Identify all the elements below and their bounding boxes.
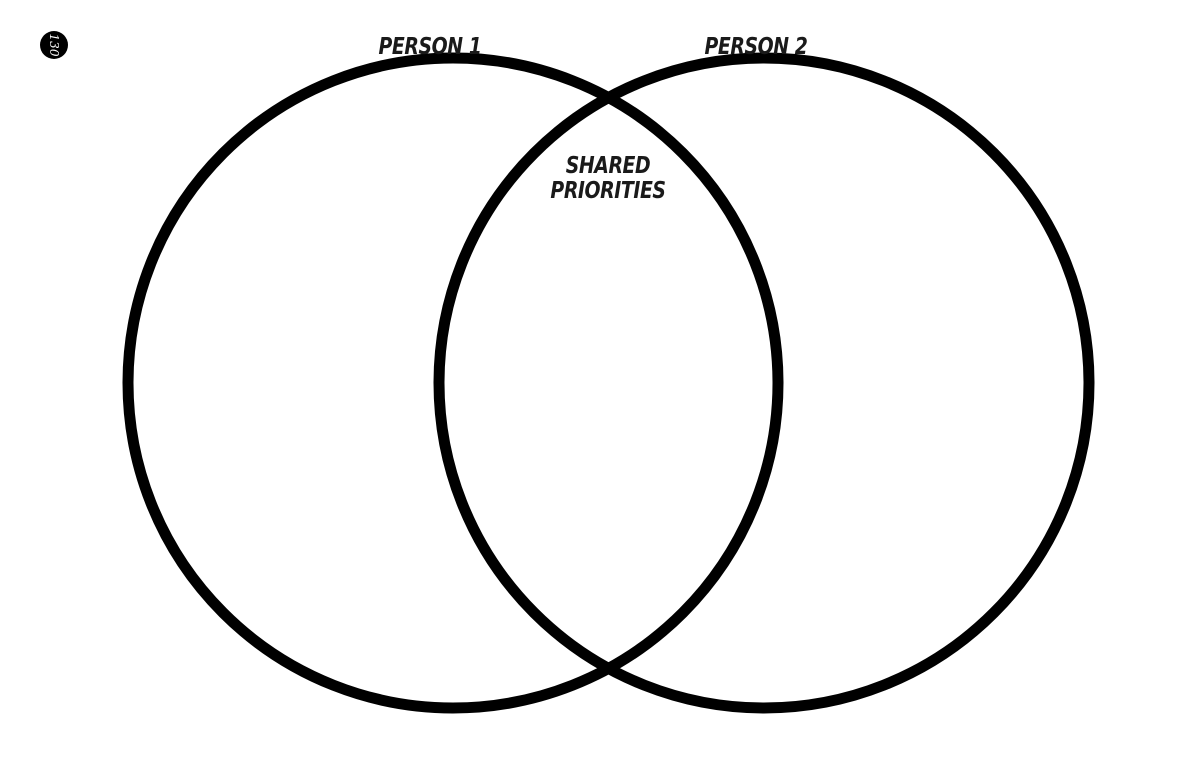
person-2-label: PERSON 2 — [704, 34, 808, 60]
shared-priorities-label: SHARED PRIORITIES — [542, 154, 673, 204]
person-2-circle — [433, 52, 1095, 714]
shared-label-line-2: PRIORITIES — [550, 178, 666, 204]
person-1-label: PERSON 1 — [378, 34, 482, 60]
person-1-circle — [122, 52, 784, 714]
shared-label-line-1: SHARED — [565, 153, 651, 179]
